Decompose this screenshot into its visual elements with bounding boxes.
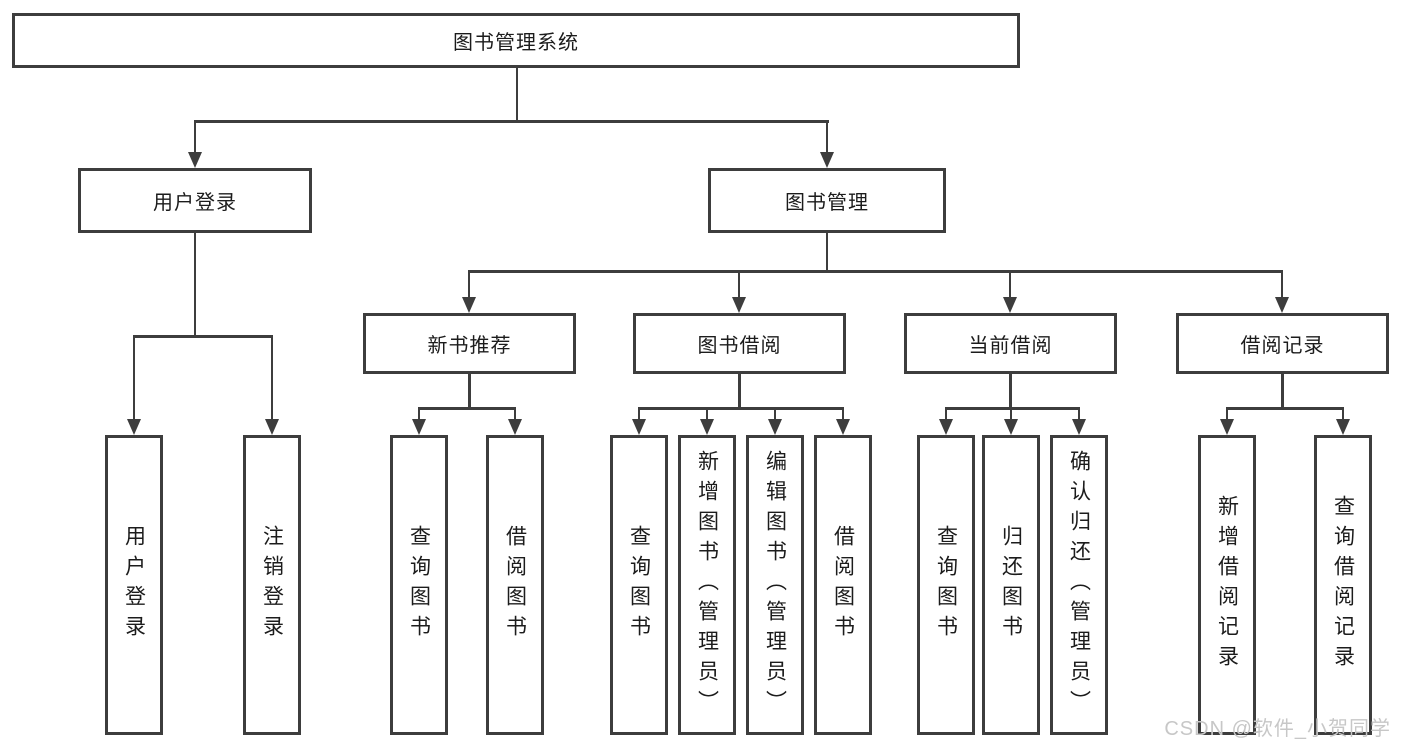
leaf-query-current-borrow: 查询图书 [917,435,975,735]
leaf-label: 编辑图书（管理员） [763,450,787,720]
node-current-borrow-label: 当前借阅 [968,335,1053,357]
connector-leaf-drop [513,407,517,421]
leaf-label: 借阅图书 [503,525,527,645]
connector-book-mgmt-drop [825,120,829,154]
arrow-down-icon [836,419,850,435]
leaf-label: 新增借阅记录 [1215,495,1239,675]
node-user-login: 用户登录 [78,168,312,233]
connector-level3-hline [469,270,1283,273]
connector-leaf-drop [1008,270,1012,299]
connector-borrow-record-feed [1281,374,1284,409]
leaf-label: 查询图书 [407,525,431,645]
node-current-borrow: 当前借阅 [904,313,1117,374]
connector-book-mgmt-feed [825,233,829,272]
connector-leaf-drop [773,407,777,421]
leaf-query-book-recommend: 查询图书 [390,435,448,735]
connector-leaf-drop [841,407,845,421]
connector-leaf-drop [1341,407,1345,421]
arrow-down-icon [1003,297,1017,313]
node-book-management: 图书管理 [708,168,946,233]
connector-leaf-drop [944,407,948,421]
connector-new-book-feed [468,374,471,409]
arrow-down-icon [127,419,141,435]
leaf-label: 注销登录 [260,525,284,645]
leaf-label: 新增图书（管理员） [695,450,719,720]
connector-leaf-drop [467,270,471,299]
connector-book-borrow-hline [639,407,844,410]
arrow-down-icon [412,419,426,435]
connector-leaf-drop [1225,407,1229,421]
connector-user-login-feed [193,233,197,337]
leaf-label: 查询借阅记录 [1331,495,1355,675]
leaf-label: 查询图书 [627,525,651,645]
node-root: 图书管理系统 [12,13,1020,68]
leaf-label: 确认归还（管理员） [1067,450,1091,720]
leaf-user-login: 用户登录 [105,435,163,735]
leaf-borrow-book-recommend: 借阅图书 [486,435,544,735]
leaf-label: 归还图书 [999,525,1023,645]
leaf-edit-book-admin: 编辑图书（管理员） [746,435,804,735]
connector-level2-hline [195,120,829,123]
leaf-borrow-book: 借阅图书 [814,435,872,735]
arrow-down-icon [732,297,746,313]
node-borrow-record: 借阅记录 [1176,313,1389,374]
arrow-down-icon [939,419,953,435]
leaf-confirm-return-admin: 确认归还（管理员） [1050,435,1108,735]
node-book-borrow: 图书借阅 [633,313,846,374]
connector-root-feed [515,68,519,122]
arrow-down-icon [632,419,646,435]
connector-user-login-hline [134,335,273,338]
node-root-label: 图书管理系统 [453,32,579,54]
leaf-label: 查询图书 [934,525,958,645]
leaf-add-book-admin: 新增图书（管理员） [678,435,736,735]
leaf-label: 用户登录 [122,525,146,645]
connector-leaf-drop [737,270,741,299]
leaf-label: 借阅图书 [831,525,855,645]
leaf-return-book: 归还图书 [982,435,1040,735]
connector-leaf-drop [1280,270,1284,299]
connector-leaf-drop [705,407,709,421]
leaf-query-borrow-record: 查询借阅记录 [1314,435,1372,735]
arrow-down-icon [1220,419,1234,435]
node-book-management-label: 图书管理 [785,192,869,214]
connector-leaf-drop [270,335,274,421]
connector-leaf-drop [132,335,136,421]
connector-borrow-record-hline [1227,407,1344,410]
arrow-down-icon [462,297,476,313]
connector-user-login-drop [193,120,197,154]
connector-current-borrow-hline [946,407,1080,410]
leaf-logout: 注销登录 [243,435,301,735]
arrow-down-icon [820,152,834,168]
arrow-down-icon [508,419,522,435]
leaf-query-book-borrow: 查询图书 [610,435,668,735]
arrow-down-icon [768,419,782,435]
arrow-down-icon [1004,419,1018,435]
connector-leaf-drop [637,407,641,421]
connector-leaf-drop [1009,407,1013,421]
arrow-down-icon [1275,297,1289,313]
node-borrow-record-label: 借阅记录 [1240,335,1325,357]
node-user-login-label: 用户登录 [153,192,237,214]
node-new-book-recommend: 新书推荐 [363,313,576,374]
arrow-down-icon [700,419,714,435]
node-new-book-recommend-label: 新书推荐 [427,335,512,357]
connector-leaf-drop [417,407,421,421]
leaf-add-borrow-record: 新增借阅记录 [1198,435,1256,735]
arrow-down-icon [1072,419,1086,435]
connector-book-borrow-feed [738,374,741,409]
node-book-borrow-label: 图书借阅 [697,335,782,357]
connector-new-book-hline [419,407,516,410]
connector-current-borrow-feed [1009,374,1012,409]
watermark: CSDN @软件_小贺同学 [1164,718,1391,740]
arrow-down-icon [265,419,279,435]
arrow-down-icon [1336,419,1350,435]
connector-leaf-drop [1077,407,1081,421]
arrow-down-icon [188,152,202,168]
